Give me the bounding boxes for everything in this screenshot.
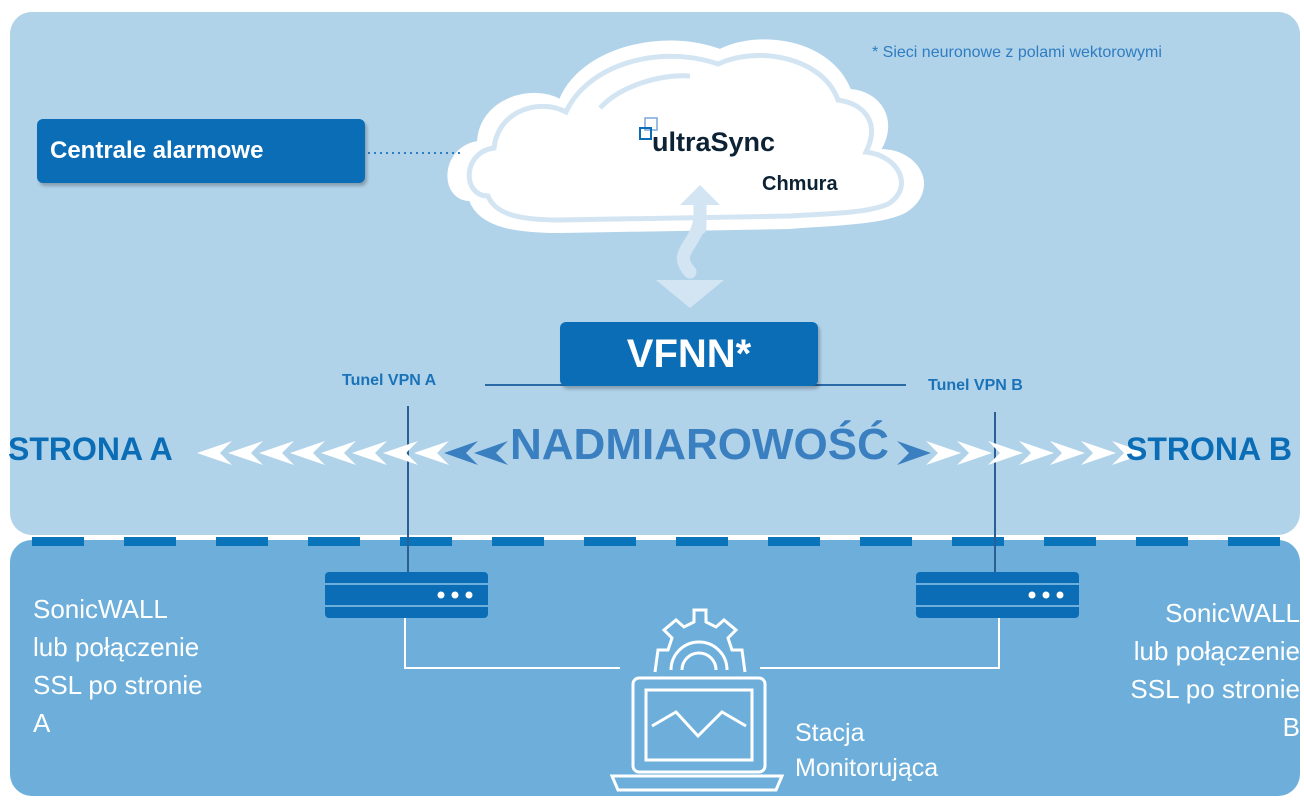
site-a-line: A: [33, 708, 51, 738]
site-b-description: SonicWALL lub połączenie SSL po stronie …: [1044, 594, 1300, 746]
station-line: Stacja: [795, 719, 865, 747]
router-b-icon: [916, 572, 1079, 618]
sync-arrow-icon: [677, 198, 707, 279]
site-a-line: SSL po stronie: [33, 670, 203, 700]
laptop-icon: [609, 676, 785, 792]
sync-arrow-up-head: [680, 185, 720, 205]
ultrasync-logo: ultraSync: [652, 127, 775, 158]
side-b-label: STRONA B: [1126, 431, 1292, 467]
ultrasync-logo-icon: [639, 117, 658, 140]
side-a-label: STRONA A: [8, 431, 173, 467]
site-b-line: lub połączenie: [1133, 636, 1300, 666]
footnote-text: * Sieci neuronowe z polami wektorowymi: [872, 44, 1162, 61]
site-b-line: SSL po stronie: [1130, 674, 1300, 704]
logo-prefix: ultra: [652, 127, 711, 157]
vfnn-box: VFNN*: [560, 322, 818, 386]
logo-suffix: Sync: [710, 127, 776, 157]
site-a-description: SonicWALL lub połączenie SSL po stronie …: [33, 590, 293, 742]
site-b-line: B: [1282, 712, 1300, 742]
site-a-line: SonicWALL: [33, 594, 168, 624]
cloud-label: Chmura: [762, 173, 838, 195]
redundancy-arrows-left: [197, 441, 449, 465]
redundancy-label: NADMIAROWOŚĆ: [510, 420, 889, 469]
router-a-link: [404, 618, 620, 669]
redundancy-arrows-right-dark: [897, 441, 931, 465]
sync-arrow-down-head: [656, 280, 724, 308]
site-b-line: SonicWALL: [1165, 598, 1300, 628]
alarm-panels-box: Centrale alarmowe: [37, 119, 365, 183]
redundancy-arrows-right: [926, 441, 1147, 465]
redundancy-arrows-left-dark: [444, 441, 508, 465]
zone-divider: [32, 537, 1290, 546]
station-line: Monitorująca: [795, 754, 939, 782]
gear-icon: [653, 608, 747, 673]
site-a-line: lub połączenie: [33, 632, 200, 662]
router-a-icon: [325, 572, 488, 618]
router-b-link: [760, 618, 1000, 669]
tunnel-a-label: Tunel VPN A: [342, 372, 437, 389]
cloud-icon: [447, 39, 924, 234]
tunnel-b-label: Tunel VPN B: [928, 377, 1023, 394]
monitoring-station-label: Stacja Monitorująca: [795, 716, 938, 786]
